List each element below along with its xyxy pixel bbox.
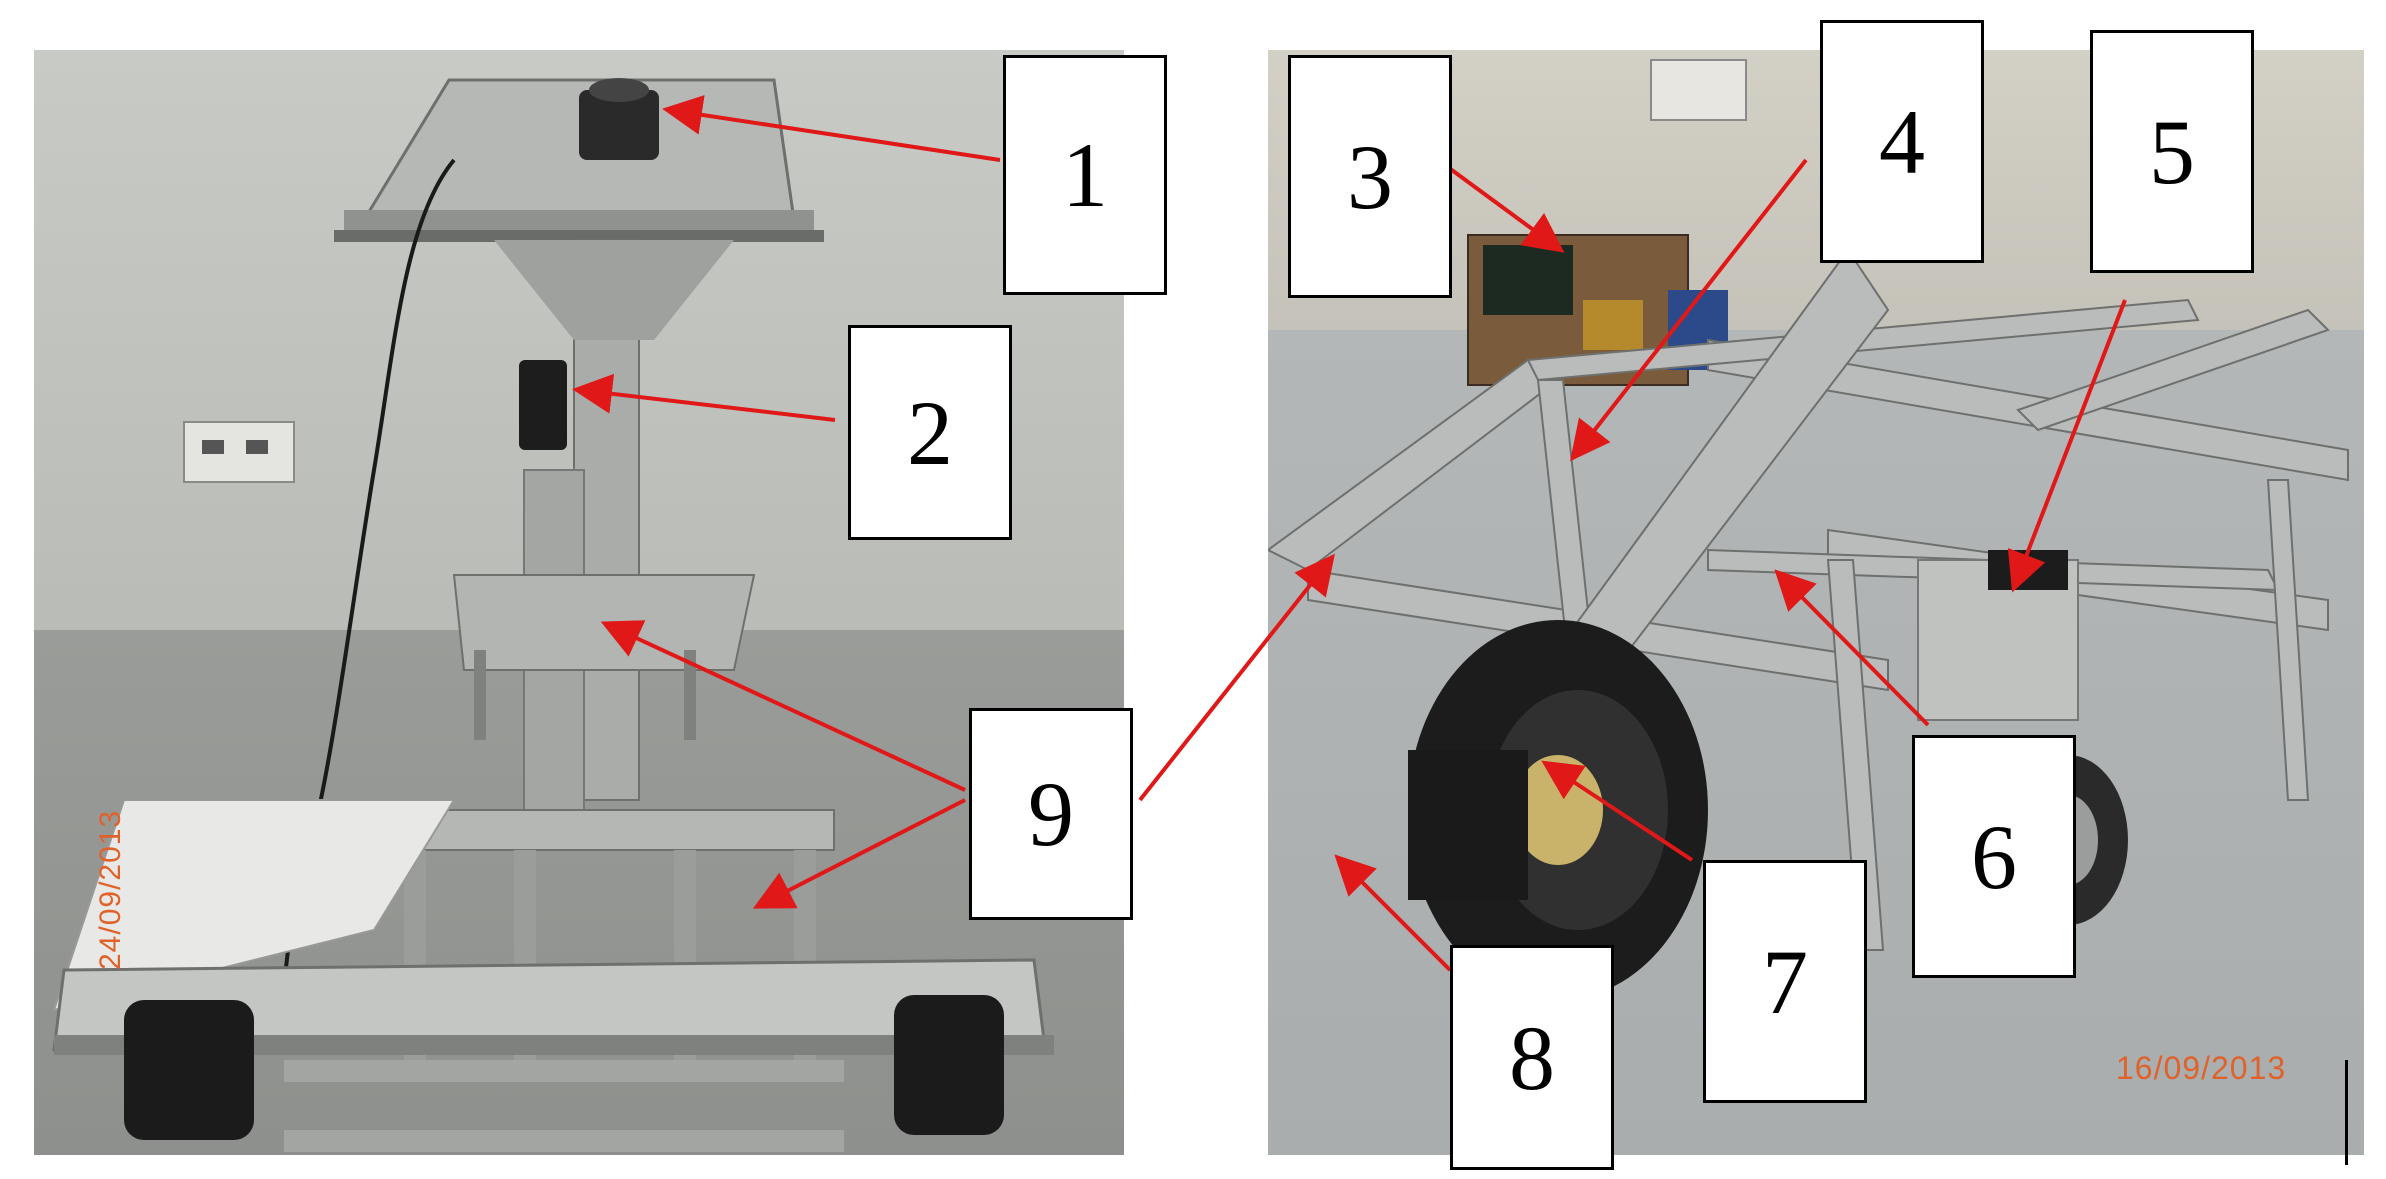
label-9: 9: [969, 708, 1133, 920]
label-5: 5: [2090, 30, 2254, 273]
right-date-stamp: 16/09/2013: [2116, 1050, 2287, 1086]
label-7: 7: [1703, 860, 1867, 1103]
left-robot-photo: 24/09/2013: [34, 50, 1124, 1155]
label-4: 4: [1820, 20, 1984, 263]
label-1: 1: [1003, 55, 1167, 295]
edge-tick: [2345, 1060, 2348, 1165]
label-6: 6: [1912, 735, 2076, 978]
label-3: 3: [1288, 55, 1452, 298]
label-2: 2: [848, 325, 1012, 540]
label-8: 8: [1450, 945, 1614, 1170]
left-date-stamp: 24/09/2013: [94, 809, 127, 970]
